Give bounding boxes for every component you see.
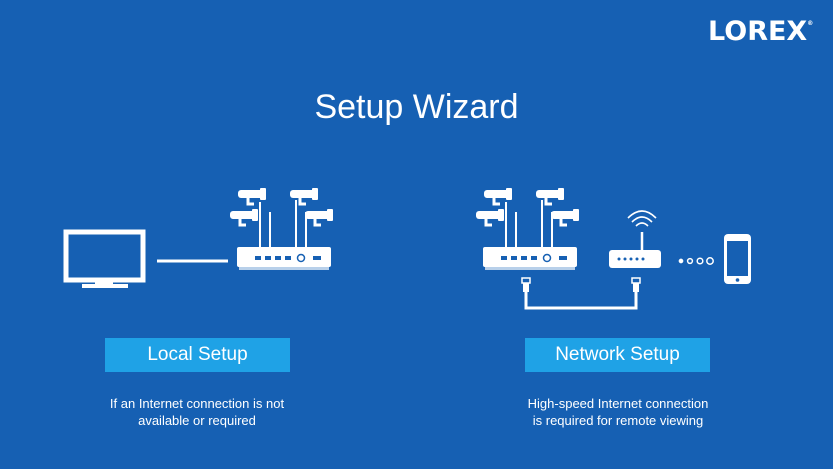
wireless-signal-icon — [678, 257, 714, 265]
network-setup-description: High-speed Internet connection is requir… — [488, 395, 748, 429]
network-desc-line-1: High-speed Internet connection — [527, 396, 709, 411]
camera-icon — [549, 207, 581, 227]
camera-icon — [482, 186, 514, 206]
local-desc-line-1: If an Internet connection is not — [109, 396, 285, 411]
local-desc-line-2: available or required — [138, 413, 256, 428]
camera-icon — [303, 207, 335, 227]
nvr-icon — [236, 246, 332, 271]
local-setup-description: If an Internet connection is not availab… — [67, 395, 327, 429]
network-desc-line-2: is required for remote viewing — [532, 413, 704, 428]
nvr-icon — [482, 246, 578, 271]
page-title: Setup Wizard — [314, 88, 519, 126]
router-icon — [609, 210, 661, 268]
ethernet-plug-icon — [521, 277, 531, 293]
phone-icon — [724, 234, 751, 284]
camera-icon — [288, 186, 320, 206]
camera-icon — [474, 207, 506, 227]
camera-cluster-local — [228, 186, 335, 247]
camera-icon — [236, 186, 268, 206]
registered-mark: ® — [807, 20, 814, 27]
lorex-logo: LOREX® — [708, 16, 813, 47]
local-setup-button[interactable]: Local Setup — [105, 338, 290, 372]
camera-icon — [228, 207, 260, 227]
monitor-icon — [63, 229, 146, 288]
logo-text: LOREX — [708, 16, 808, 47]
ethernet-cable — [521, 277, 641, 310]
camera-icon — [534, 186, 566, 206]
ethernet-plug-icon — [631, 277, 641, 293]
network-setup-button[interactable]: Network Setup — [525, 338, 710, 372]
camera-cluster-network — [474, 186, 581, 247]
